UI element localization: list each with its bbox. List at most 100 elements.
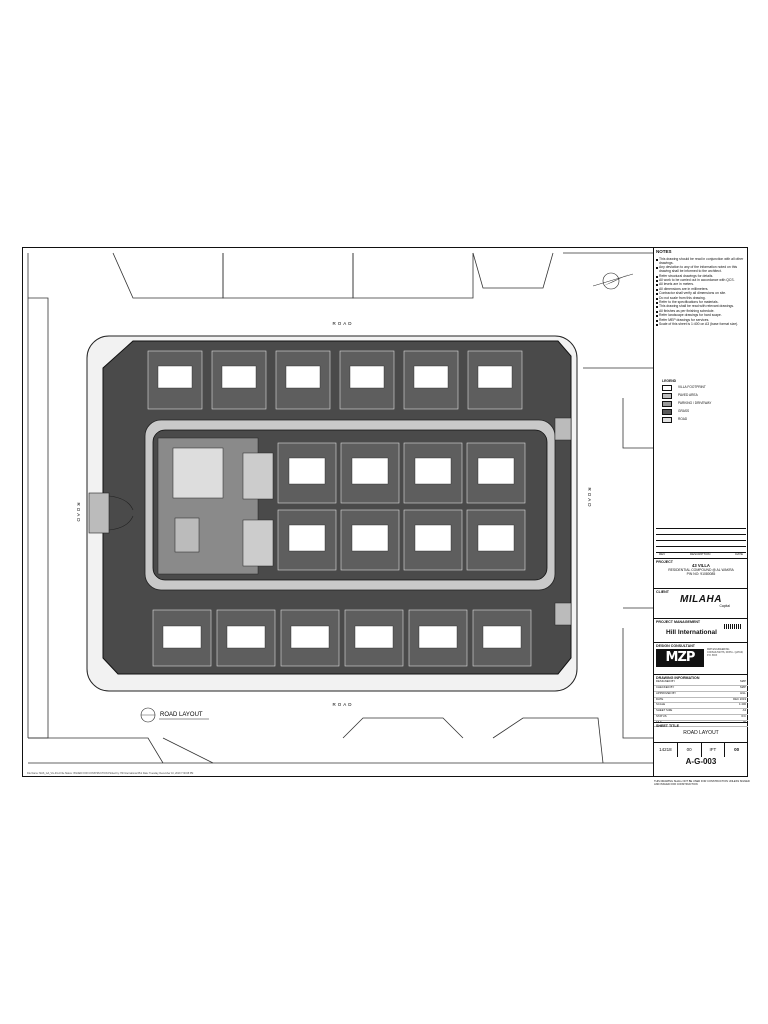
note-item: Do not scale from this drawing. [656,296,744,301]
consultant-row: MZP MZP ENGINEERING CONSULTANTS, DOHA - … [654,648,748,668]
legend-swatch [662,384,672,391]
consultant-section: DESIGN CONSULTANT MZP MZP ENGINEERING CO… [654,642,748,673]
drawing-number-block: 14218 00 IFT 00 A-G-003 [654,742,748,766]
project-header: PROJECT [656,559,673,564]
drawing-info-header: DRAWING INFORMATION [656,675,700,680]
notes-header: NOTES [656,249,672,254]
client-logo-sub: Capital [719,603,730,608]
note-item: Contractor shall verify all dimensions o… [656,291,744,296]
side-gate-right-top [554,417,572,441]
legend-label: PARKING / DRIVEWAY [678,401,712,406]
drawing-number-cells: 14218 00 IFT 00 [654,742,748,757]
villa-grid-inner [277,442,526,571]
note-item: This drawing should be read in conjuncti… [656,257,744,266]
drawing-sheet: ROAD ROAD ROAD ROAD [22,247,748,777]
client-section: CLIENT MILAHA Capital [654,588,748,617]
pm-stripes [654,624,748,630]
note-item: All levels are in meters. [656,283,744,287]
project-section: PROJECT 43 VILLA RESIDENTIAL COMPOUND @ … [654,558,748,587]
project-name: 43 VILLA [692,563,710,569]
north-arrow-icon [592,272,634,290]
road-label-right: ROAD [587,487,592,508]
note-item: Refer to the specifications for material… [656,300,744,305]
side-gate-right-bottom [554,602,572,626]
plot-boundaries [27,252,653,764]
project-code-cell: 14218 [654,743,678,757]
sheet-title-header: SHEET TITLE [656,723,679,728]
road-label-left: ROAD [76,502,81,523]
discipline-cell: 00 [678,743,702,757]
pm-header: PROJECT MANAGEMENT [656,619,701,624]
footnote: THIS DRAWING SHALL NOT BE USED FOR CONST… [654,780,750,786]
legend-item: GRASS [662,408,744,416]
legend-header: LEGEND [662,379,677,383]
client-logo: MILAHA [680,594,722,606]
plot-info: File Name: MAS_GA_VIL-03-A File Status: … [27,772,194,775]
legend-swatch [662,416,672,423]
legend-swatch [662,400,672,407]
legend: LEGEND VILLA FOOTPRINT PAVED AREA PARKIN… [662,379,744,424]
villa-row-top [147,350,523,410]
legend-label: ROAD [678,417,688,422]
note-item: All dimensions are in millimeters. [656,287,744,292]
legend-swatch [662,408,672,415]
sheet-title-section: SHEET TITLE ROAD LAYOUT [654,722,748,743]
note-item: All finishes as per finishing schedule. [656,309,744,314]
title-block: NOTES This drawing should be read in con… [653,248,748,776]
notes-list: This drawing should be read in conjuncti… [656,257,744,328]
view-title: ROAD LAYOUT [140,707,209,723]
villa-row-bottom [152,609,532,667]
site-plan: ROAD ROAD ROAD ROAD [23,248,653,776]
revision-cell: 00 [734,747,740,753]
legend-item: PARKING / DRIVEWAY [662,400,744,408]
clubhouse-building [172,447,224,499]
amenity-block-2 [242,519,274,567]
legend-swatch [662,392,672,399]
consultant-address: MZP ENGINEERING CONSULTANTS, DOHA - QATA… [707,648,744,657]
note-item: This drawing shall be read with relevant… [656,305,744,309]
main-entrance [88,492,134,534]
legend-label: GRASS [678,409,690,414]
barcode-icon [724,624,742,630]
view-title-text: ROAD LAYOUT [160,712,203,718]
sheet-title: ROAD LAYOUT [683,730,719,737]
revision-header-row: REV DESCRIPTION DATE [656,552,746,556]
legend-item: PAVED AREA [662,392,744,400]
rev-col-header: REV [659,552,666,556]
amenity-block-1 [242,452,274,500]
note-item: Refer landscape drawings for hard scape. [656,313,744,318]
road-label-top: ROAD [332,321,353,326]
pm-section: PROJECT MANAGEMENT Hill International [654,618,748,641]
note-item: Scale of this sheet is 1:400 on A3 (base… [656,322,744,327]
road-label-bottom: ROAD [332,702,353,707]
project-pin: PIN NO: 91080085 [686,571,716,576]
revision-table: REV DESCRIPTION DATE [656,528,746,557]
project-location: RESIDENTIAL COMPOUND @ AL WAKRA [668,567,734,572]
rev-date-header: DATE [735,552,743,556]
client-header: CLIENT [656,589,669,594]
consultant-header: DESIGN CONSULTANT [656,643,695,648]
consultant-logo: MZP [656,649,704,668]
pm-logo: Hill International [666,629,717,637]
legend-label: VILLA FOOTPRINT [678,385,706,390]
site-plan-drawing: ROAD ROAD ROAD ROAD [27,252,653,764]
note-item: All work to be carried out in accordance… [656,278,744,283]
legend-item: VILLA FOOTPRINT [662,384,744,392]
type-cell: IFT [702,743,726,757]
rev-desc-header: DESCRIPTION [689,552,711,556]
legend-item: ROAD [662,416,744,424]
note-item: Refer structural drawings for details. [656,274,744,279]
drawing-number: A-G-003 [685,757,717,766]
note-item: Refer MEP drawings for services. [656,318,744,323]
pool [174,517,200,553]
legend-label: PAVED AREA [678,393,698,398]
